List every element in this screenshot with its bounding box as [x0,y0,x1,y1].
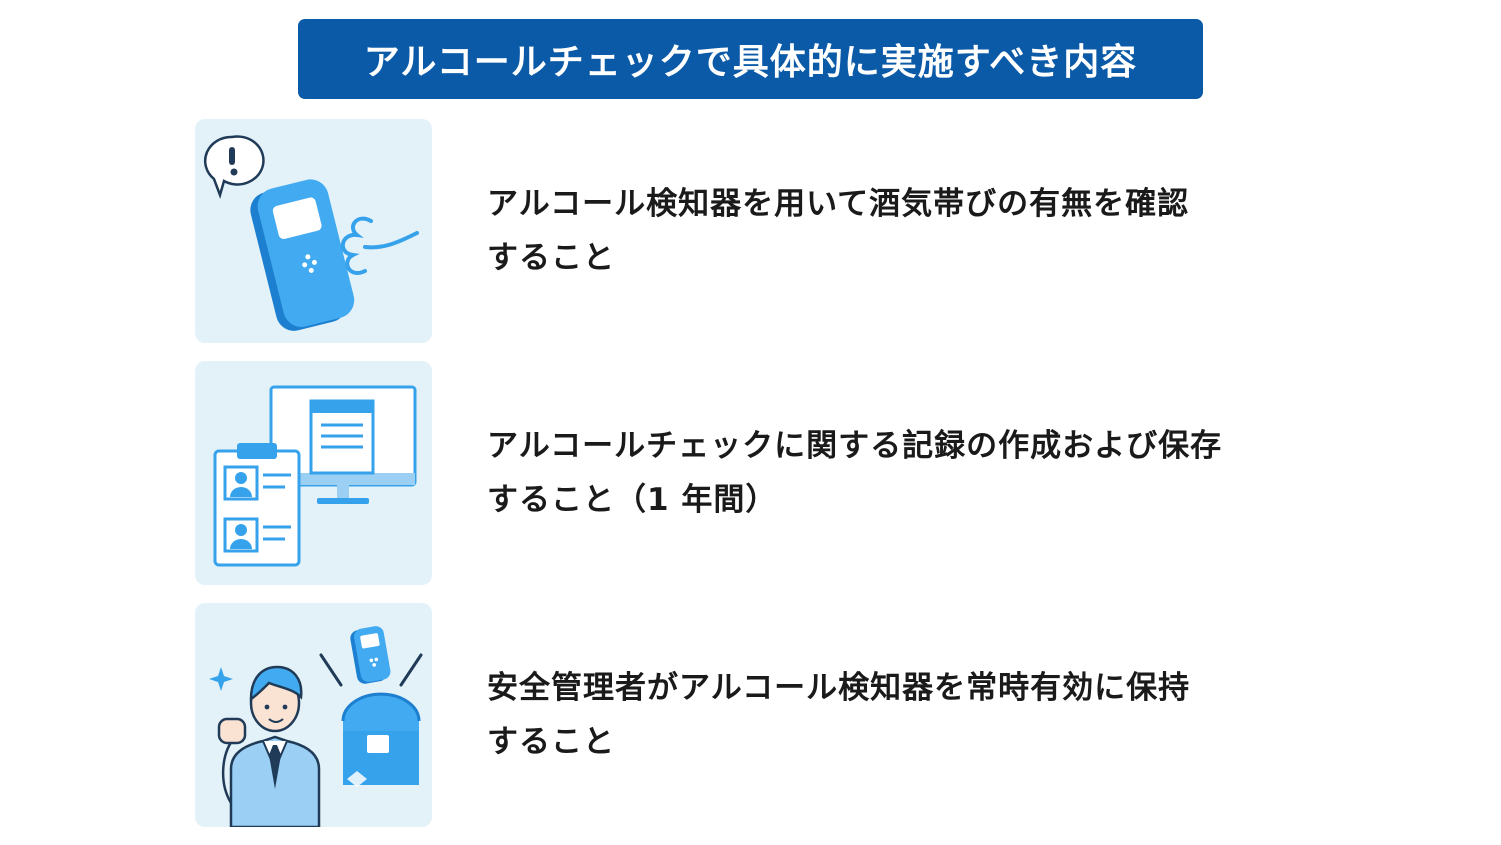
item-text-line1: アルコールチェックに関する記録の作成および保存 [487,428,1223,464]
item-text-line2: すること（1 年間） [487,482,778,518]
item-row-2: アルコールチェックに関する記録の作成および保存 すること（1 年間） [195,361,1295,585]
alcohol-tester-breath-icon [195,119,432,343]
title-banner: アルコールチェックで具体的に実施すべき内容 [298,19,1203,99]
item-text-line2: すること [487,240,615,276]
item-text-line1: アルコール検知器を用いて酒気帯びの有無を確認 [487,186,1190,222]
item-text-line1: 安全管理者がアルコール検知器を常時有効に保持 [487,670,1191,706]
item-row-1: アルコール検知器を用いて酒気帯びの有無を確認 すること [195,119,1295,343]
item-row-3: 安全管理者がアルコール検知器を常時有効に保持 すること [195,603,1295,827]
item-description-3: 安全管理者がアルコール検知器を常時有効に保持 すること [487,603,1287,827]
page-title: アルコールチェックで具体的に実施すべき内容 [363,42,1138,83]
item-description-1: アルコール検知器を用いて酒気帯びの有無を確認 すること [487,119,1287,343]
item-description-2: アルコールチェックに関する記録の作成および保存 すること（1 年間） [487,361,1287,585]
item-text-line2: すること [487,724,615,760]
records-monitor-clipboard-icon [195,361,432,585]
safety-manager-toolbox-icon [195,603,432,827]
